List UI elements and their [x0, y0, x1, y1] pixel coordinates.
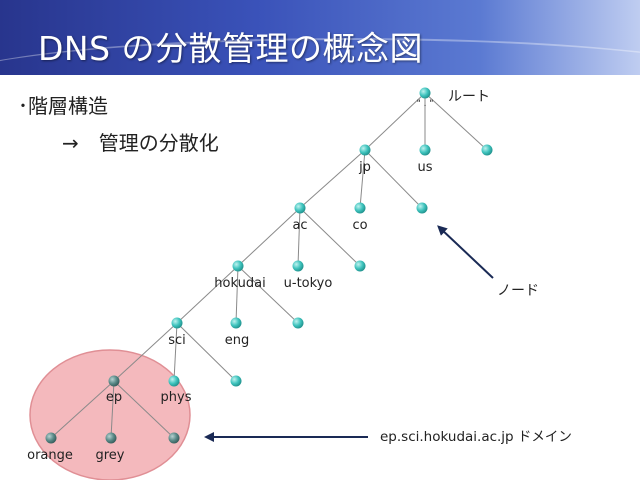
- node-co: [354, 202, 366, 214]
- node-ac-child: [354, 260, 366, 272]
- bullet-distribution: → 管理の分散化: [62, 131, 219, 155]
- node-ac: [294, 202, 306, 214]
- node-us: [419, 144, 431, 156]
- label-root: " . ": [417, 99, 434, 109]
- node-sci: [171, 317, 183, 329]
- header-swoosh: [0, 38, 640, 75]
- node-hokudai: [232, 260, 244, 272]
- label-orange: orange: [27, 448, 73, 463]
- node-hokudai-child: [292, 317, 304, 329]
- label-ep: ep: [106, 390, 122, 405]
- node-root: [419, 87, 431, 99]
- label-ac: ac: [292, 218, 307, 233]
- label-eng: eng: [225, 333, 250, 348]
- node-orange: [45, 432, 57, 444]
- node-jp: [359, 144, 371, 156]
- node-u-tokyo: [292, 260, 304, 272]
- label-grey: grey: [95, 448, 124, 463]
- title-bar: DNS の分散管理の概念図: [0, 0, 640, 75]
- node-sci-child: [230, 375, 242, 387]
- domain-highlight: [29, 349, 191, 480]
- node-grey: [105, 432, 117, 444]
- label-phys: phys: [161, 390, 192, 405]
- label-hokudai: hokudai: [214, 276, 265, 291]
- node-phys: [168, 375, 180, 387]
- label-sci: sci: [168, 333, 186, 348]
- tree-edges: [50, 92, 488, 439]
- label-us: us: [417, 160, 432, 175]
- node-ep-child: [168, 432, 180, 444]
- annotation-domain: ep.sci.hokudai.ac.jp ドメイン: [380, 429, 572, 445]
- label-u-tokyo: u-tokyo: [284, 276, 333, 291]
- annotation-root: ルート: [448, 89, 490, 105]
- label-jp: jp: [358, 160, 371, 175]
- node-jp-child: [416, 202, 428, 214]
- slide-title: DNS の分散管理の概念図: [38, 29, 424, 68]
- node-pointer-arrow: [437, 225, 494, 279]
- node-ep: [108, 375, 120, 387]
- node-root-child: [481, 144, 493, 156]
- label-co: co: [352, 218, 367, 233]
- bullet-hierarchy: ･階層構造: [18, 94, 108, 118]
- node-eng: [230, 317, 242, 329]
- annotation-node: ノード: [497, 283, 539, 299]
